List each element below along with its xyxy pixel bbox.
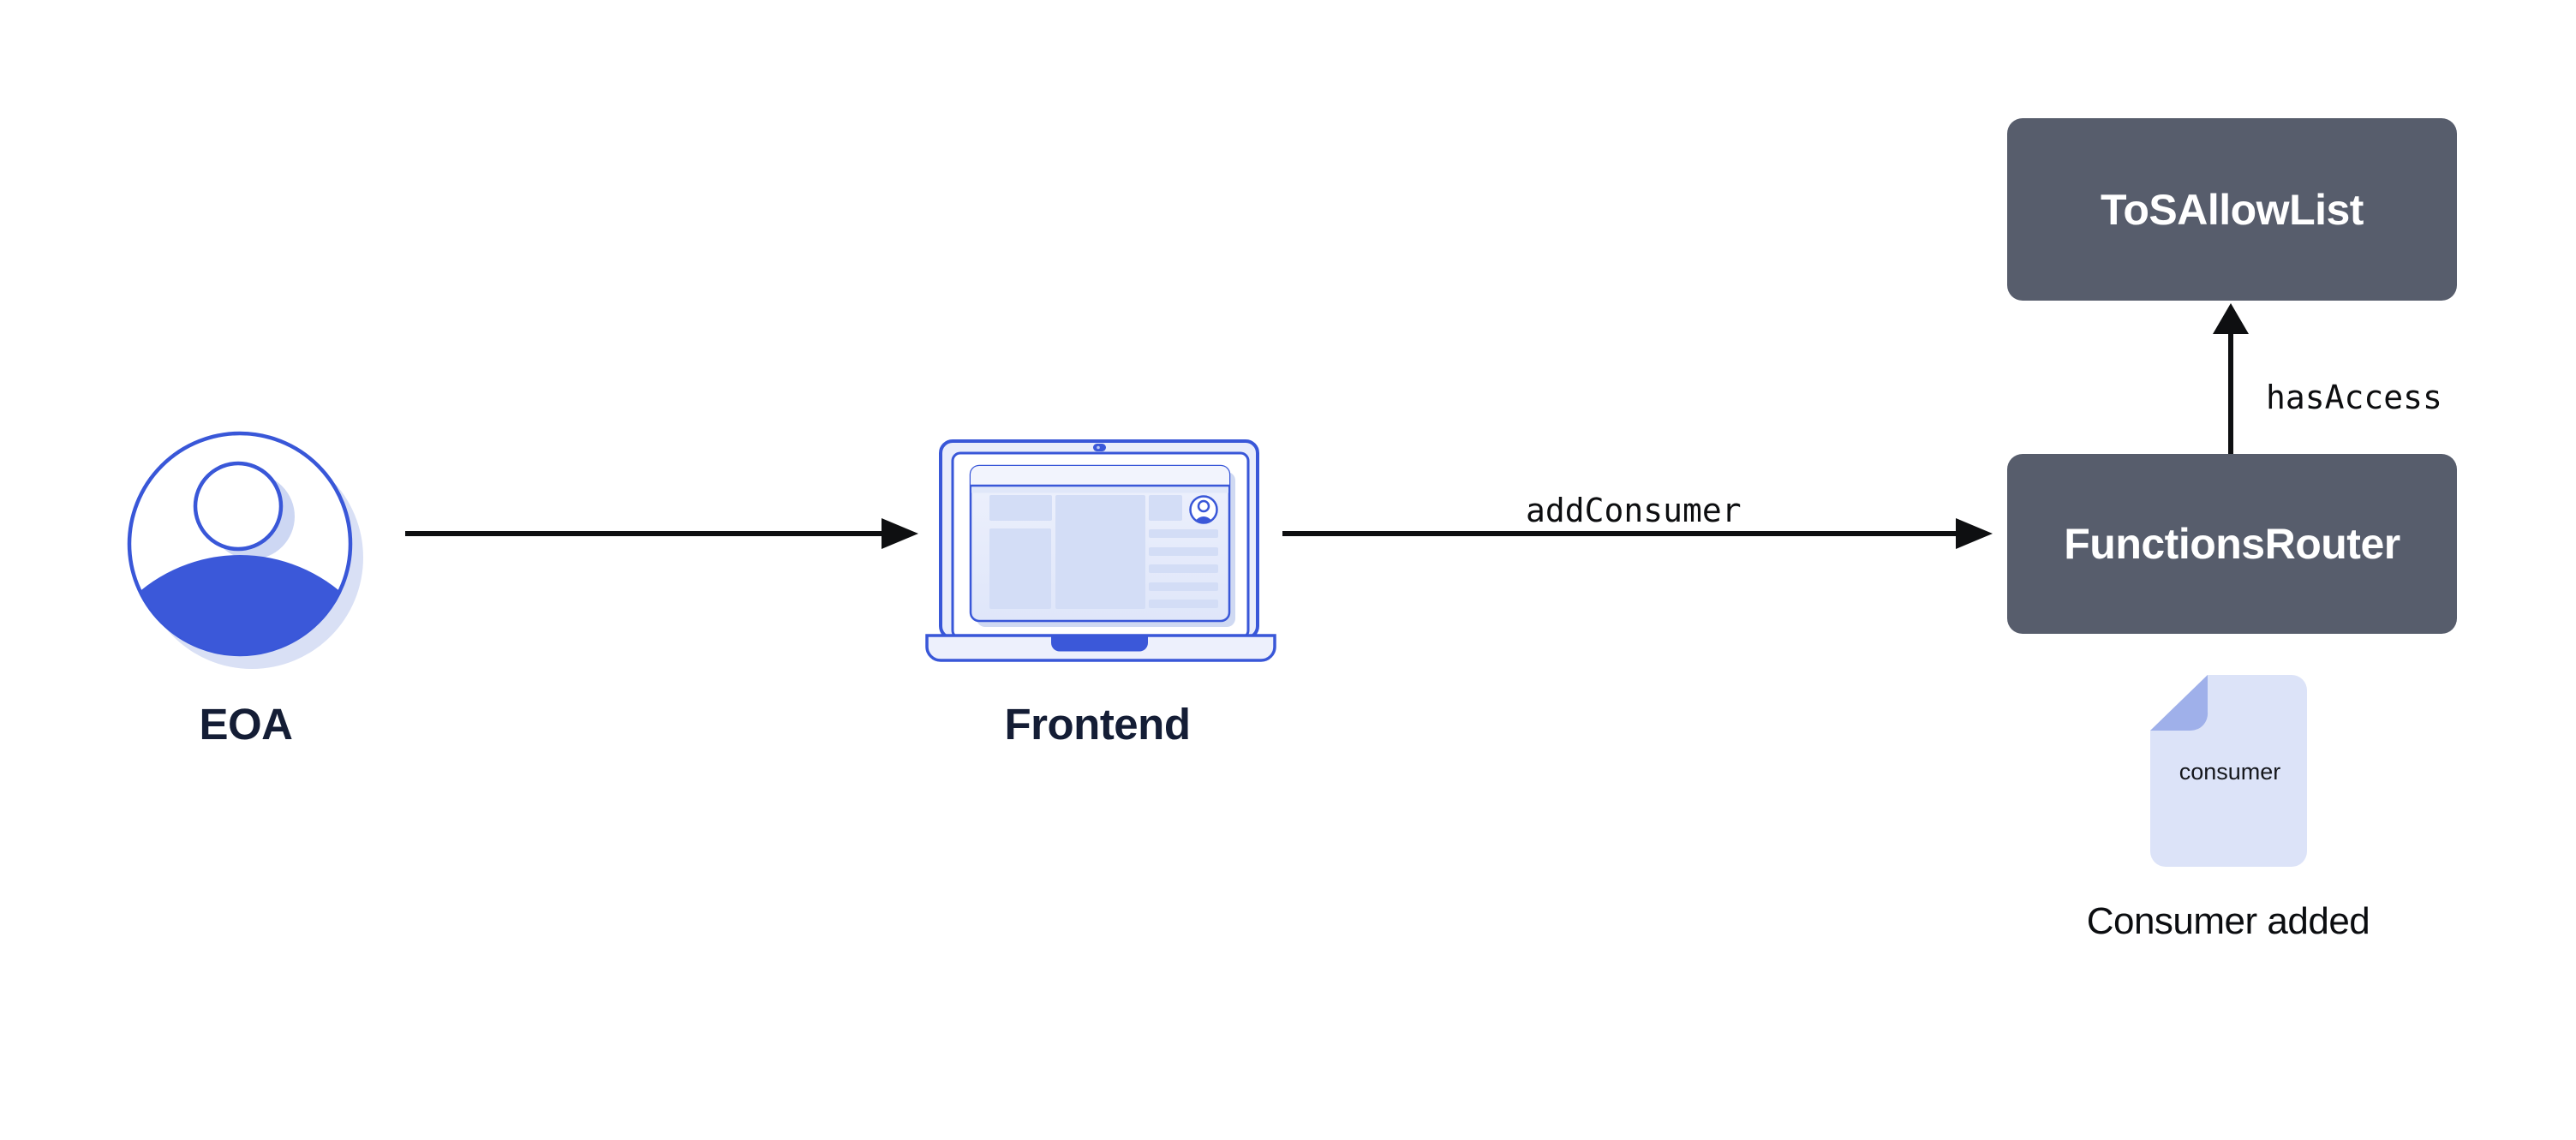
document-label: consumer <box>2179 759 2281 785</box>
edge-label-hasaccess: hasAccess <box>2266 379 2442 416</box>
browser-user-avatar-icon <box>1189 495 1218 524</box>
contract-box-functionsrouter: FunctionsRouter <box>2007 454 2457 634</box>
laptop-icon <box>925 439 1276 662</box>
frontend-label: Frontend <box>1004 700 1191 749</box>
avatar-head <box>193 461 284 552</box>
tosallowlist-label: ToSAllowList <box>2101 185 2364 234</box>
eoa-label: EOA <box>199 700 293 749</box>
edge-label-addconsumer: addConsumer <box>1526 492 1742 529</box>
contract-box-tosallowlist: ToSAllowList <box>2007 118 2457 301</box>
consumer-added-caption: Consumer added <box>2086 900 2370 942</box>
browser-topbar <box>971 466 1229 485</box>
browser-content-blocks <box>989 495 1218 609</box>
functionsrouter-label: FunctionsRouter <box>2064 520 2400 568</box>
document-icon: consumer <box>2150 675 2307 867</box>
laptop-base-notch <box>1051 636 1148 652</box>
arrow-frontend-to-functionsrouter <box>1282 518 1993 549</box>
user-avatar-icon <box>127 431 363 669</box>
arrow-eoa-to-frontend <box>405 518 918 549</box>
arrow-functionsrouter-to-tosallowlist <box>2213 303 2249 456</box>
document-fold <box>2150 675 2208 731</box>
